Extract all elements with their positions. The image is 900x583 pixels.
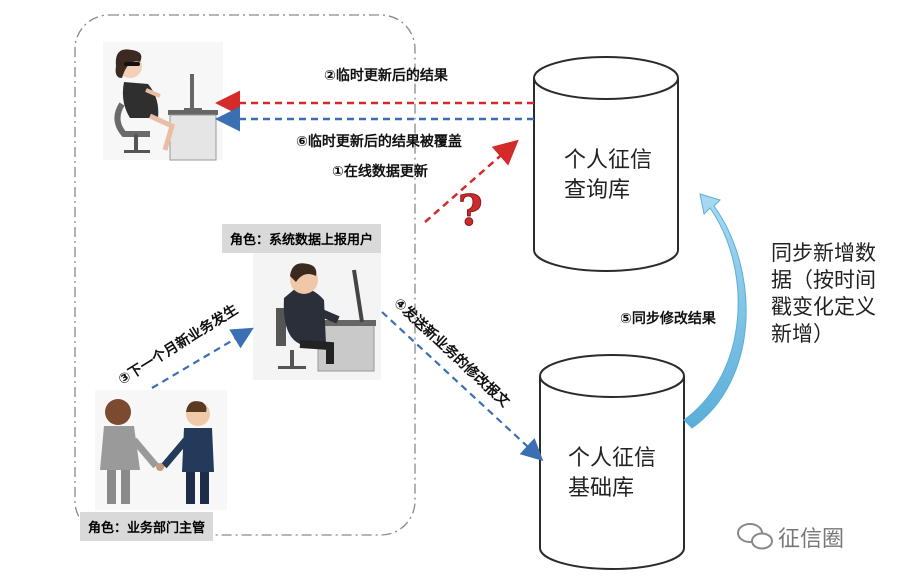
query-database xyxy=(533,56,679,272)
query-db-label-line2: 查询库 xyxy=(564,178,630,203)
label-step4: ④发送新业务的修改报文 xyxy=(390,294,513,411)
sync-note: 同步新增数据（按时间戳变化定义新增） xyxy=(771,241,876,346)
arrow-step3 xyxy=(151,327,254,389)
query-db-label-line1: 个人征信 xyxy=(564,148,652,173)
role-reporter: 角色：系统数据上报用户 xyxy=(222,224,382,253)
user-boundary xyxy=(74,14,416,536)
manager-illustration xyxy=(95,390,227,510)
sync-arrow xyxy=(683,193,747,429)
base-db-label-line2: 基础库 xyxy=(568,476,634,501)
role-manager: 角色：业务部门主管 xyxy=(80,512,214,541)
question-mark-icon: ? xyxy=(458,186,483,235)
label-step1: ①在线数据更新 xyxy=(332,163,428,180)
base-db-label-line1: 个人征信 xyxy=(568,446,656,471)
label-step5: ⑤同步修改结果 xyxy=(620,310,717,327)
label-step6: ⑥临时更新后的结果被覆盖 xyxy=(296,133,462,150)
reporting-user-illustration xyxy=(253,250,381,380)
arrow-step1 xyxy=(424,139,519,223)
base-database xyxy=(539,354,685,570)
query-user-illustration xyxy=(103,42,223,161)
label-step2: ②临时更新后的结果 xyxy=(324,67,449,84)
arrow-step4 xyxy=(381,311,544,461)
watermark-text: 征信圈 xyxy=(778,527,845,552)
wechat-icon xyxy=(737,523,773,550)
watermark: 征信圈 xyxy=(778,521,844,553)
label-step3: ③下一个月新业务发生 xyxy=(115,301,241,388)
